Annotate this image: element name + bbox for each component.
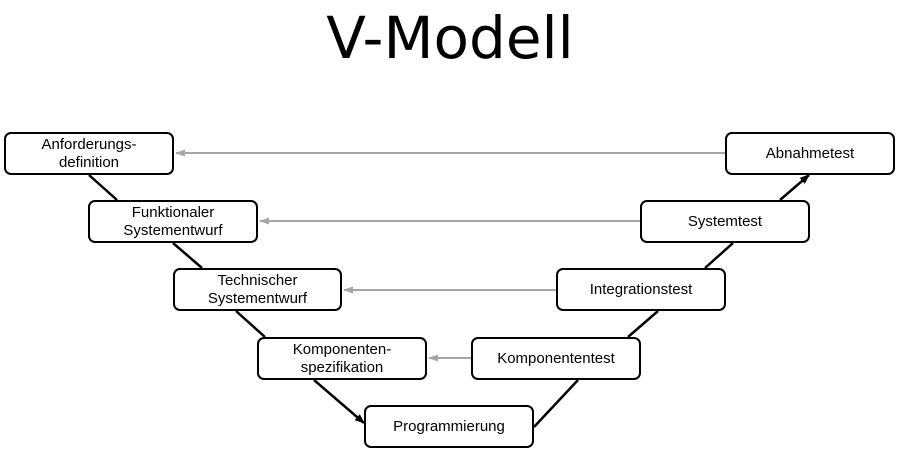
node-komponententest: Komponententest (471, 337, 641, 380)
flow-edge-prog-to-ctest (533, 379, 579, 428)
node-programmierung: Programmierung (364, 405, 534, 448)
node-technischer-systementwurf: Technischer Systementwurf (173, 268, 342, 311)
node-abnahmetest: Abnahmetest (725, 132, 895, 175)
page-title: V-Modell (326, 4, 574, 72)
flow-edge-tech-to-comp (235, 310, 266, 338)
node-integrationstest: Integrationstest (556, 268, 726, 311)
node-anforderungsdefinition: Anforderungs- definition (4, 132, 174, 175)
flow-edge-itest-to-stest (704, 242, 734, 269)
flow-edge-req-to-func (88, 174, 118, 201)
node-komponentenspezifikation: Komponenten- spezifikation (257, 337, 427, 380)
node-systemtest: Systemtest (640, 200, 810, 243)
node-funktionaler-systementwurf: Funktionaler Systementwurf (88, 200, 258, 243)
flow-edge-func-to-tech (172, 242, 203, 269)
flow-edge-ctest-to-itest (627, 310, 659, 338)
flow-edge-stest-to-atest (779, 174, 810, 201)
flow-edge-comp-to-prog (313, 379, 365, 424)
